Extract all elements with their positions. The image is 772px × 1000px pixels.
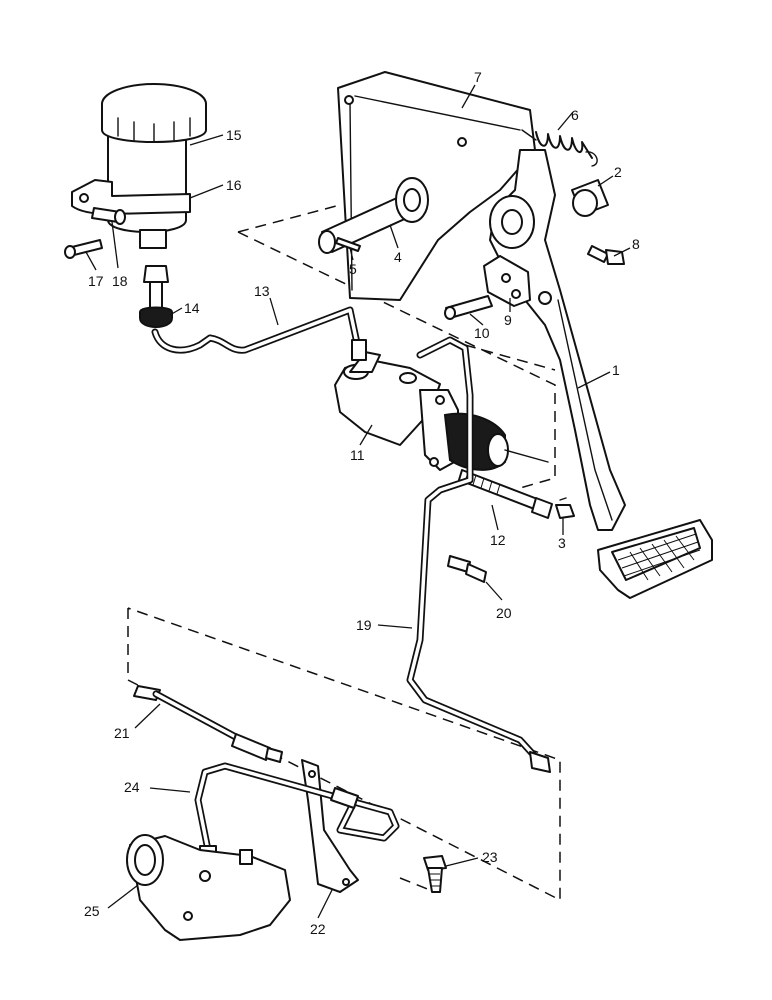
part-bleed-union	[447, 555, 487, 583]
callout-10: 10	[474, 325, 490, 341]
callout-9: 9	[504, 312, 512, 328]
part-flexible-hose	[133, 685, 283, 763]
part-master-cylinder	[334, 351, 549, 471]
callout-17: 17	[88, 273, 104, 289]
callout-6: 6	[571, 107, 579, 123]
callout-13: 13	[254, 283, 270, 299]
callout-4: 4	[394, 249, 402, 265]
callout-18: 18	[112, 273, 128, 289]
callout-15: 15	[226, 127, 242, 143]
part-clevis-pin	[444, 295, 493, 320]
part-hose-union	[139, 265, 173, 328]
callout-3: 3	[558, 535, 566, 551]
callout-14: 14	[184, 300, 200, 316]
callout-19: 19	[356, 617, 372, 633]
callout-11: 11	[350, 447, 365, 463]
callout-21: 21	[114, 725, 130, 741]
part-bracket-screw	[91, 207, 126, 225]
part-clutch-pedal	[489, 149, 626, 531]
part-bolt-23	[423, 855, 447, 893]
callout-1: 1	[612, 362, 620, 378]
part-nut-3	[555, 497, 575, 519]
callout-24: 24	[124, 779, 140, 795]
part-return-spring	[521, 129, 598, 167]
part-mounting-plate	[337, 71, 536, 301]
leader-lines	[85, 84, 631, 919]
part-bush	[571, 179, 609, 217]
callout-23: 23	[482, 849, 498, 865]
callout-16: 16	[226, 177, 242, 193]
callout-7: 7	[474, 69, 482, 85]
callout-22: 22	[310, 921, 326, 937]
part-pipe-bracket	[301, 759, 359, 893]
callout-12: 12	[490, 532, 506, 548]
callout-8: 8	[632, 236, 640, 252]
part-pedal-pad	[597, 519, 713, 599]
callout-labels: 1 2 3 4 5 6 7 8 9 10 11 12 13 14 15 16 1…	[84, 69, 640, 937]
callout-20: 20	[496, 605, 512, 621]
part-pin	[335, 237, 361, 252]
part-clutch-pipe	[406, 336, 551, 773]
part-slave-pipe	[194, 762, 400, 861]
part-screw-17	[64, 239, 103, 259]
part-pivot-shaft	[318, 177, 429, 254]
dashed-guides	[127, 204, 561, 902]
callout-25: 25	[84, 903, 100, 919]
part-pushrod	[458, 469, 553, 519]
callout-2: 2	[614, 164, 622, 180]
part-feed-pipe	[151, 306, 367, 361]
part-slave-cylinder	[126, 834, 291, 941]
part-bolt-8	[587, 245, 625, 265]
part-clevis	[483, 255, 531, 307]
callout-5: 5	[349, 261, 357, 277]
